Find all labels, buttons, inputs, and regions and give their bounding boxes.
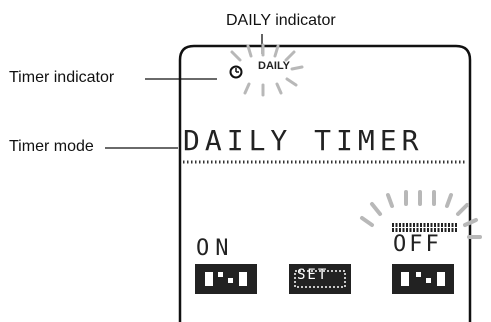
timer-mode-label: Timer mode (9, 138, 94, 155)
off-flash-burst (360, 190, 482, 239)
off-text: OFF (393, 232, 442, 257)
daily-indicator-label: DAILY indicator (226, 12, 336, 29)
daily-flash-burst (230, 43, 304, 97)
off-bar (392, 223, 458, 232)
clock-icon (229, 65, 243, 79)
set-text: SET (297, 267, 329, 283)
daily-badge: DAILY (258, 60, 290, 72)
timer-indicator-label: Timer indicator (9, 69, 115, 86)
lcd-frame (178, 44, 472, 322)
on-text: ON (196, 236, 235, 261)
digit-block-left (195, 264, 257, 294)
digit-block-middle (289, 264, 351, 294)
mode-text: DAILY TIMER (183, 124, 424, 157)
digit-block-right (392, 264, 454, 294)
